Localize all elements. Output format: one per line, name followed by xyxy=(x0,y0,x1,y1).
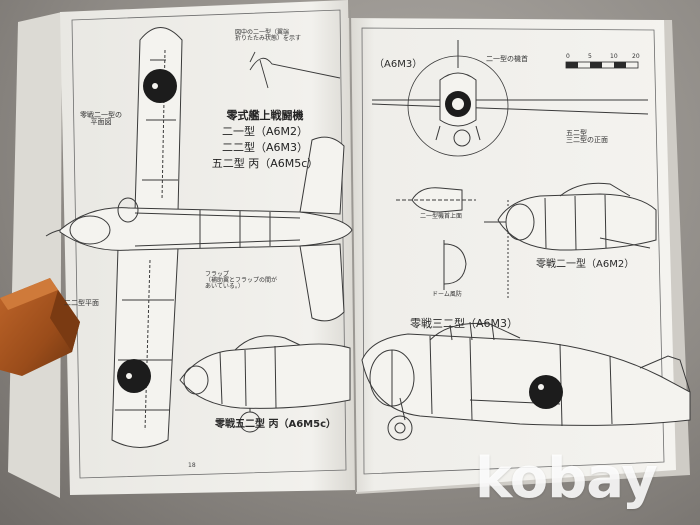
hinomaru-fuselage-highlight xyxy=(538,384,544,390)
side-21-label: 零戦二一型（A6M2） xyxy=(536,259,635,270)
title-line-3: 二二型（A6M3） xyxy=(221,141,308,154)
title-line-2: 二一型（A6M2） xyxy=(221,125,308,138)
hinomaru-upper-icon xyxy=(143,69,177,103)
scale-20: 20 xyxy=(632,53,640,60)
hinomaru-highlight xyxy=(152,83,158,89)
kobay-watermark: kobay xyxy=(475,446,658,511)
scale-0: 0 xyxy=(566,53,570,60)
scale-5: 5 xyxy=(588,53,592,60)
hinomaru-highlight-lower xyxy=(126,373,132,379)
side-a6m5c-label: 零戦五二型 丙（A6M5c） xyxy=(215,419,337,430)
side-view-a6m3 xyxy=(361,321,691,441)
scale-10: 10 xyxy=(610,53,618,60)
front-view-title: 二一型の機首 xyxy=(486,55,528,63)
mini-label-2: ドーム風防 xyxy=(432,291,462,298)
spinner-icon xyxy=(452,98,464,110)
plan-view-drawing xyxy=(45,27,353,448)
hinomaru-fuselage-icon xyxy=(529,375,563,409)
front-tag: （A6M3） xyxy=(374,59,423,70)
side-view-a6m5c xyxy=(179,335,351,433)
side-32-label: 零戦三二型（A6M3） xyxy=(410,317,519,330)
title-line-1: 零式艦上戦闘機 xyxy=(226,109,304,122)
hinomaru-lower-icon xyxy=(117,359,151,393)
side-21-note: 五二型 三二型の正面 xyxy=(566,129,608,144)
title-line-4: 五二型 丙（A6M5c） xyxy=(211,157,319,170)
side-view-a6m2 xyxy=(484,182,657,251)
wooden-block xyxy=(0,278,80,376)
mini-label-1: 二一型機首上面 xyxy=(420,213,463,220)
page-number: 18 xyxy=(188,462,196,469)
page-edge-left xyxy=(8,12,62,498)
plan-view-label: 零戦二一型の 平面図 xyxy=(80,111,122,126)
partial-label: 二二型平面 xyxy=(64,299,99,307)
note-flap: フラップ （補助翼とフラップの間が あいている。） xyxy=(205,271,278,290)
right-frame xyxy=(361,27,665,475)
book-gutter xyxy=(349,9,357,493)
note-top: 図中の二一型（翼端 折りたたみ状態）を示す xyxy=(235,29,302,42)
wingtip-sketch xyxy=(249,51,341,89)
left-title: 零式艦上戦闘機 二一型（A6M2） 二二型（A6M3） 五二型 丙（A6M5c） xyxy=(205,108,325,172)
scale-bar xyxy=(565,61,639,69)
